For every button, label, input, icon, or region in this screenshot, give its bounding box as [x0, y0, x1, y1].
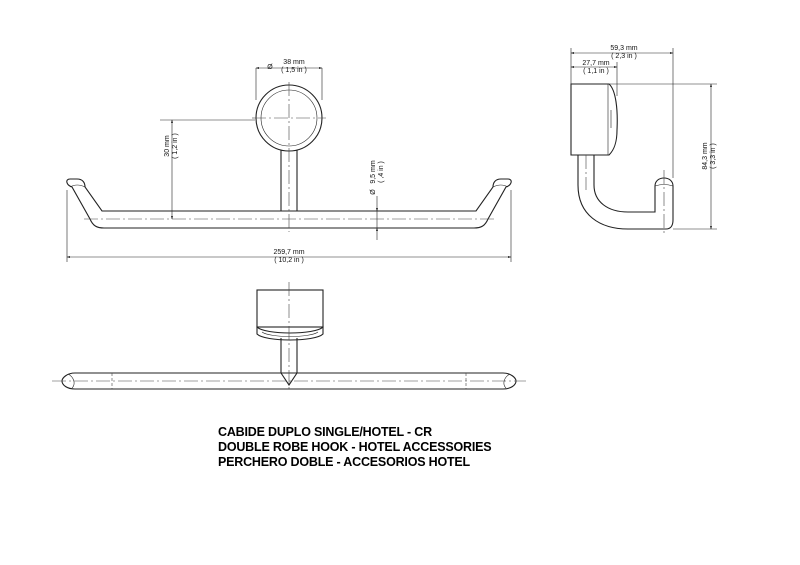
- dim-total-width: 259,7 mm ( 10,2 in ): [66, 190, 512, 264]
- rosette-diameter-in: ( 1,5 in ): [281, 67, 307, 74]
- title-block: CABIDE DUPLO SINGLE/HOTEL - CR DOUBLE RO…: [218, 425, 492, 470]
- rod-diameter-in: ( ,4 in ): [378, 161, 385, 183]
- top-base-block: [256, 289, 324, 328]
- side-base-mm: 27,7 mm: [582, 60, 609, 67]
- front-view: [66, 82, 512, 232]
- rosette-diameter-symbol: Ø: [267, 64, 273, 71]
- side-view: [570, 83, 674, 234]
- top-view: [52, 282, 526, 390]
- side-height-in: ( 3,3 in ): [710, 143, 717, 169]
- total-width-in: ( 10,2 in ): [274, 257, 304, 264]
- title-line-pt: CABIDE DUPLO SINGLE/HOTEL - CR: [218, 425, 432, 439]
- dim-rod-diameter: Ø 9,5 mm ( ,4 in ): [370, 160, 385, 240]
- top-bar-outline: [61, 372, 517, 390]
- side-base-in: ( 1,1 in ): [583, 68, 609, 75]
- side-depth-mm: 59,3 mm: [610, 45, 637, 52]
- dim-hook-offset: 30 mm ( 1,2 in ): [160, 119, 255, 220]
- title-line-es: PERCHERO DOBLE - ACCESORIOS HOTEL: [218, 455, 470, 469]
- dim-side-height: 84,3 mm ( 3,3 in ): [609, 83, 717, 230]
- hook-offset-in: ( 1,2 in ): [172, 133, 179, 159]
- side-base-block: [570, 83, 618, 156]
- rod-diameter-symbol: Ø: [370, 189, 377, 195]
- rod-diameter-mm: 9,5 mm: [370, 160, 377, 184]
- dim-side-base: 27,7 mm ( 1,1 in ): [570, 60, 618, 96]
- rosette-diameter-mm: 38 mm: [283, 59, 305, 66]
- side-height-mm: 84,3 mm: [702, 142, 709, 169]
- total-width-mm: 259,7 mm: [273, 249, 304, 256]
- side-depth-in: ( 2,3 in ): [611, 53, 637, 60]
- hook-offset-mm: 30 mm: [164, 135, 171, 157]
- dim-rosette-diameter: Ø 38 mm ( 1,5 in ): [255, 59, 323, 100]
- front-bar-outline: [66, 178, 512, 229]
- side-hook-curve: [577, 155, 674, 230]
- title-line-en: DOUBLE ROBE HOOK - HOTEL ACCESSORIES: [218, 440, 492, 454]
